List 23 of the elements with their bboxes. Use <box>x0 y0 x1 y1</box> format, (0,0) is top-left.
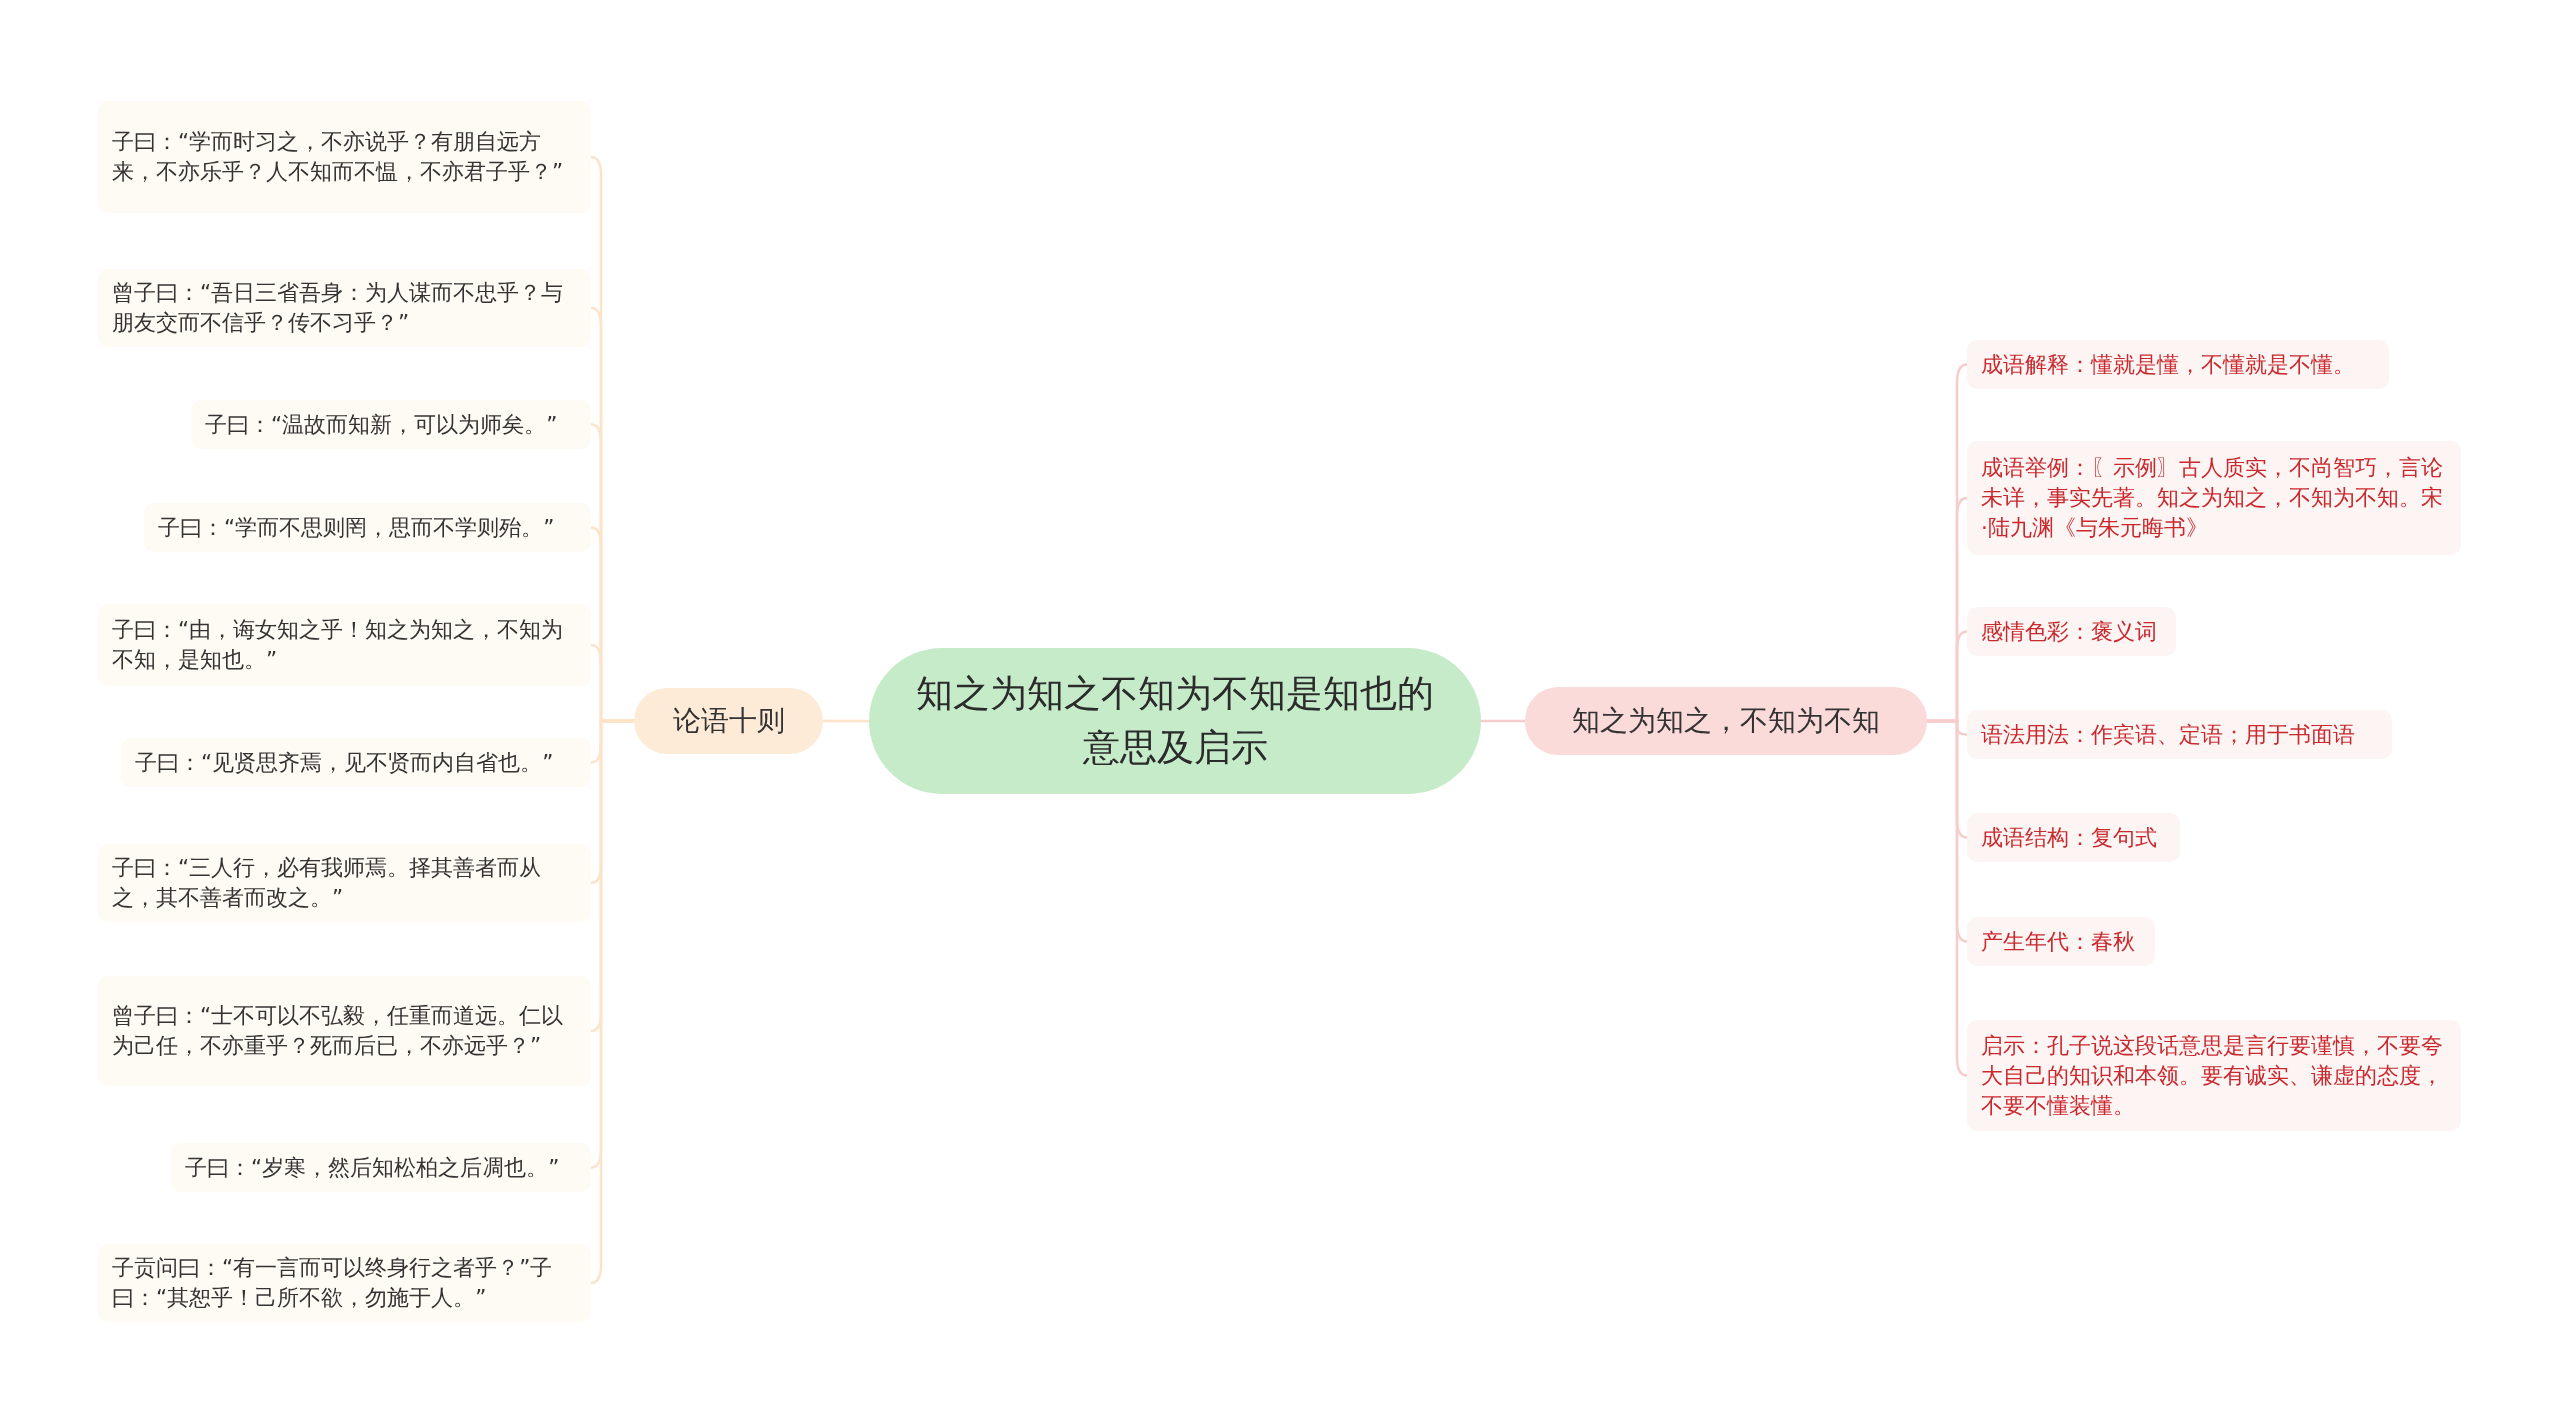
note-card: 成语结构：复句式 <box>1967 813 2180 862</box>
branch-topic: 知之为知之，不知为不知 <box>1525 687 1927 755</box>
note-card: 产生年代：春秋 <box>1967 917 2155 966</box>
connector-line <box>1927 719 1968 1077</box>
quote-card: 曾子曰：“吾日三省吾身：为人谋而不忠乎？与朋友交而不信乎？传不习乎？” <box>98 269 591 347</box>
connector-line <box>823 719 869 723</box>
quote-card: 子曰：“三人行，必有我师焉。择其善者而从之，其不善者而改之。” <box>98 844 591 922</box>
quote-card: 子曰：“由，诲女知之乎！知之为知之，不知为不知，是知也。” <box>98 604 591 686</box>
quote-card: 子曰：“温故而知新，可以为师矣。” <box>191 400 591 449</box>
note-card: 成语举例：〖示例〗古人质实，不尚智巧，言论未详，事实先著。知之为知之，不知为不知。宋·陆九渊《与朱元晦书》 <box>1967 441 2461 555</box>
note-card: 启示：孔子说这段话意思是言行要谨慎，不要夸大自己的知识和本领。要有诚实、谦虚的态度，不要不懂装懂。 <box>1967 1020 2461 1131</box>
note-card: 成语解释：懂就是懂，不懂就是不懂。 <box>1967 340 2389 389</box>
quote-card: 曾子曰：“士不可以不弘毅，任重而道远。仁以为己任，不亦重乎？死而后已，不亦远乎？” <box>98 976 591 1086</box>
quote-card: 子贡问曰：“有一言而可以终身行之者乎？”子曰：“其恕乎！己所不欲，勿施于人。” <box>98 1244 591 1322</box>
quote-card: 子曰：“见贤思齐焉，见不贤而内自省也。” <box>121 738 591 787</box>
note-card: 感情色彩：褒义词 <box>1967 607 2176 656</box>
quote-card: 子曰：“学而时习之，不亦说乎？有朋自远方来，不亦乐乎？人不知而不愠，不亦君子乎？” <box>98 101 591 213</box>
quote-card: 子曰：“岁寒，然后知松柏之后凋也。” <box>171 1143 591 1192</box>
connector-line <box>1481 719 1525 723</box>
note-card: 语法用法：作宾语、定语；用于书面语 <box>1967 710 2392 759</box>
quote-card: 子曰：“学而不思则罔，思而不学则殆。” <box>144 503 591 552</box>
central-topic: 知之为知之不知为不知是知也的意思及启示 <box>869 648 1481 794</box>
branch-topic: 论语十则 <box>634 688 823 754</box>
